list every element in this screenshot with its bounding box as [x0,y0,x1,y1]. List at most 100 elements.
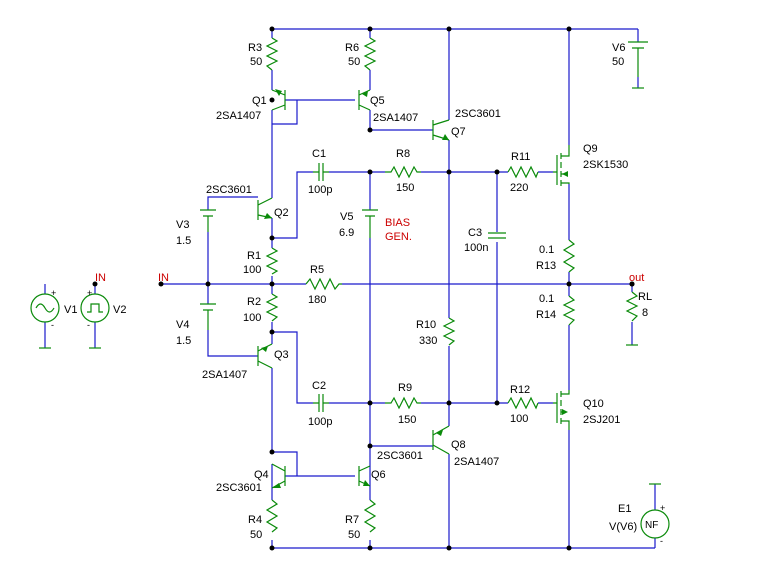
wires [44,28,656,549]
q6-symbol [358,465,371,487]
r6-name: R6 [345,42,359,54]
v6-symbol [628,41,648,77]
q7-part: 2SC3601 [455,108,501,120]
v3-value: 1.5 [176,235,191,247]
r11-symbol [507,165,539,179]
r8-symbol [385,165,421,179]
r5-value: 180 [308,294,326,306]
r13-symbol [562,239,576,273]
svg-text:+: + [51,288,56,298]
q1-name: Q1 [252,95,267,107]
r6-symbol [363,37,377,71]
q3-part: 2SA1407 [202,369,247,381]
r2-name: R2 [247,296,261,308]
q4-name: Q4 [254,469,269,481]
v2-symbol [80,293,110,323]
r5-name: R5 [310,264,324,276]
r6-value: 50 [348,56,360,68]
v5-name: V5 [340,211,353,223]
v6-name: V6 [612,42,625,54]
c1-name: C1 [312,148,326,160]
r2-value: 100 [243,312,261,324]
q8-symbol [432,425,450,455]
r4-symbol [265,499,279,533]
r4-value: 50 [250,529,262,541]
q10-part: 2SJ201 [583,414,620,426]
r12-name: R12 [510,384,530,396]
grounds [39,87,661,485]
q10-symbol [553,390,570,430]
r9-symbol [385,396,421,410]
q1-symbol [271,89,286,111]
q10-name: Q10 [583,398,604,410]
q2-part: 2SC3601 [206,184,252,196]
r7-value: 50 [348,529,360,541]
r8-value: 150 [396,182,414,194]
e1-name: E1 [618,503,631,515]
svg-text:-: - [51,320,54,330]
r3-symbol [265,37,279,71]
q6-name: Q6 [371,469,386,481]
r14-name: R14 [536,309,556,321]
q8-name: Q8 [451,439,466,451]
q3-name: Q3 [274,349,289,361]
rl-symbol [625,291,639,322]
r5-symbol [305,277,342,291]
capacitors [313,163,506,412]
v5-value: 6.9 [339,227,354,239]
c1-symbol [318,163,324,181]
c2-value: 100p [308,416,332,428]
r9-value: 150 [398,414,416,426]
v3-name: V3 [176,219,189,231]
c3-symbol [488,232,506,239]
v4-name: V4 [176,319,189,331]
r3-value: 50 [250,56,262,68]
source-in-label: IN [95,272,106,284]
v2-name: V2 [113,304,126,316]
r11-name: R11 [511,151,530,163]
q2-symbol [257,197,273,220]
r1-symbol [265,247,279,275]
e1-symbol-text: NF [645,520,658,531]
r13-value: 0.1 [539,244,554,256]
r13-name: R13 [536,260,556,272]
q6-part: 2SC3601 [377,450,423,462]
junctions [92,26,635,551]
transistors [257,89,570,489]
q2-name: Q2 [274,207,289,219]
r9-name: R9 [398,382,412,394]
q8-part: 2SA1407 [454,456,499,468]
r10-value: 330 [419,335,437,347]
r1-name: R1 [247,250,261,262]
q9-symbol [553,145,570,186]
r7-name: R7 [345,514,359,526]
v4-value: 1.5 [176,335,191,347]
resistors [265,37,639,533]
r14-value: 0.1 [539,293,554,305]
r12-value: 100 [510,413,528,425]
r3-name: R3 [248,42,262,54]
r11-value: 220 [510,182,528,194]
e1-value: V(V6) [609,521,637,533]
svg-text:+: + [660,503,665,513]
q1-part: 2SA1407 [216,110,261,122]
svg-text:-: - [660,536,663,546]
sources: NF [30,293,670,539]
q5-symbol [358,89,371,111]
bias-gen-label-2: GEN. [385,231,412,243]
rl-name: RL [638,291,652,303]
r1-value: 100 [243,264,261,276]
c3-name: C3 [468,227,482,239]
labels: IN IN out BIAS GEN. R3 50 R6 50 V6 50 Q1… [51,42,665,546]
q4-symbol [271,463,286,489]
r14-symbol [562,295,576,326]
bias-gen-label-1: BIAS [385,217,410,229]
c1-value: 100p [308,184,332,196]
v3-symbol [200,209,216,232]
r10-name: R10 [416,319,436,331]
q5-part: 2SA1407 [373,112,418,124]
q7-name: Q7 [451,126,466,138]
c2-symbol [318,394,324,412]
input-label: IN [158,272,169,284]
